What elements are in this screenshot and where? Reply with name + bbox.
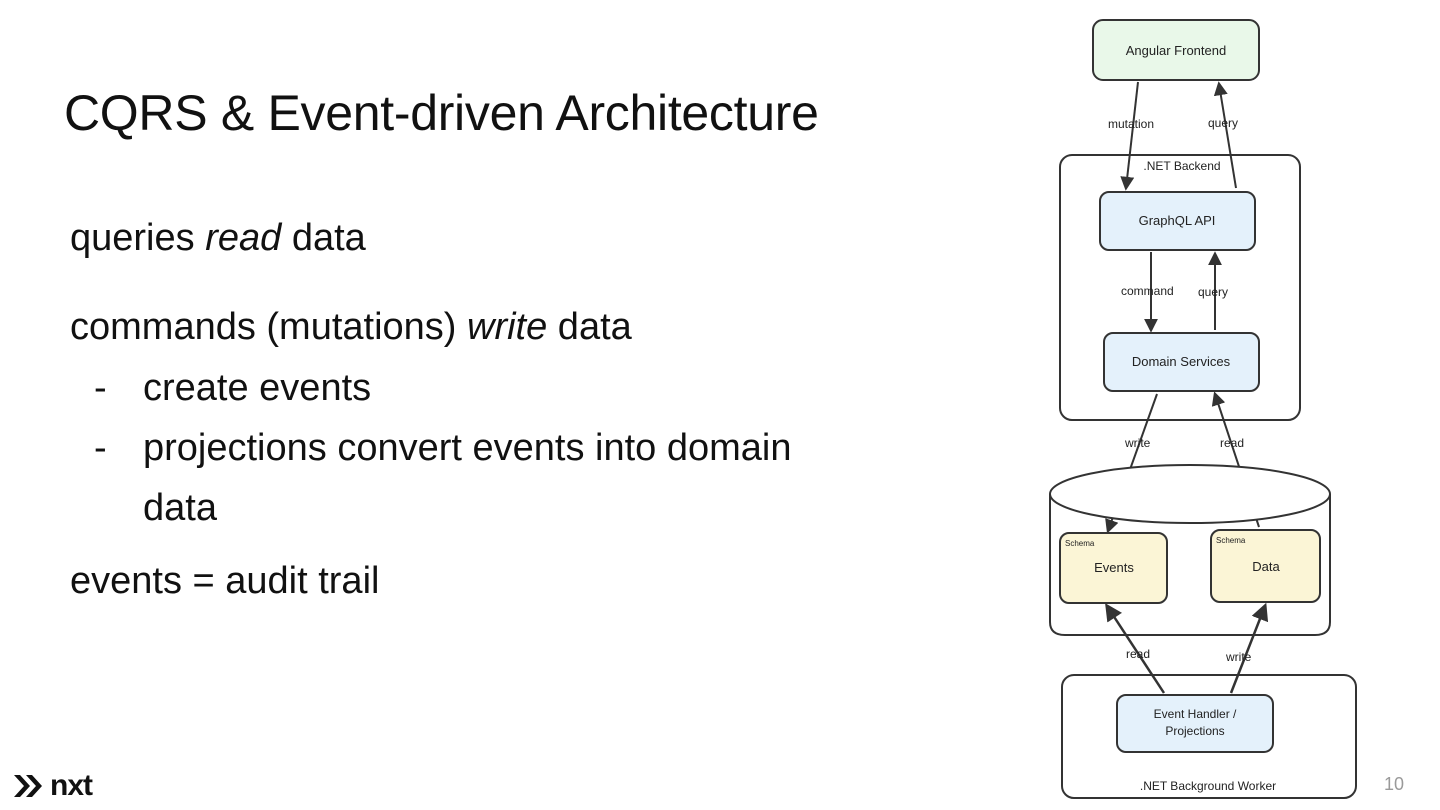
read-top-edge-label: read [1220, 436, 1244, 450]
worker-container: .NET Background Worker [1061, 674, 1357, 799]
page-number: 10 [1384, 774, 1405, 794]
data-node: Schema Data [1210, 529, 1321, 603]
read-bottom-arrow [1105, 603, 1166, 694]
mutation-arrow [1120, 81, 1139, 191]
events-label: Events [1094, 560, 1134, 575]
nxt-logo: nxt [12, 768, 93, 804]
events-schema-label: Schema [1065, 539, 1095, 548]
data-label: Data [1252, 559, 1280, 574]
bullet-dash-2: - [94, 427, 107, 469]
event-handler-node: Event Handler / Projections [1116, 694, 1274, 753]
architecture-diagram: Angular Frontend mutation query .NET Bac… [1049, 19, 1357, 799]
mutation-edge-label: mutation [1108, 117, 1154, 131]
read-bottom-edge-label: read [1126, 647, 1150, 661]
slide-title: CQRS & Event-driven Architecture [64, 85, 819, 141]
event-handler-label-1: Event Handler / [1154, 707, 1237, 721]
command-edge-label: command [1121, 284, 1174, 298]
chevron-double-icon [14, 775, 42, 797]
frontend-label: Angular Frontend [1126, 43, 1226, 58]
queries-line: queries read data [70, 216, 366, 260]
bullet-dash-1: - [94, 367, 107, 409]
queries-text: queries [70, 217, 206, 259]
queries-emphasis: read [205, 217, 282, 259]
commands-line: commands (mutations) write data [70, 305, 632, 349]
events-node: Schema Events [1059, 532, 1168, 604]
graphql-label: GraphQL API [1139, 213, 1216, 228]
logo-wordmark: nxt [50, 769, 93, 802]
write-bottom-edge-label: write [1225, 650, 1252, 664]
database-cylinder [1049, 464, 1331, 636]
query-mid-edge-label: query [1198, 285, 1228, 299]
data-schema-label: Schema [1216, 536, 1246, 545]
audit-trail-line: events = audit trail [70, 560, 380, 602]
commands-emphasis: write [467, 306, 548, 348]
commands-text: commands (mutations) [70, 306, 468, 348]
write-top-edge-label: write [1124, 436, 1151, 450]
backend-label: .NET Backend [1143, 159, 1220, 173]
domain-services-label: Domain Services [1132, 354, 1231, 369]
bullet-projections-cont: data [143, 487, 217, 529]
query-top-arrow [1213, 81, 1237, 189]
write-bottom-arrow [1229, 602, 1269, 694]
domain-services-node: Domain Services [1103, 332, 1260, 392]
queries-text-end: data [281, 217, 366, 259]
graphql-node: GraphQL API [1099, 191, 1256, 251]
event-handler-label-2: Projections [1165, 724, 1224, 738]
frontend-node: Angular Frontend [1092, 19, 1260, 81]
backend-container: .NET Backend [1059, 154, 1301, 421]
bullet-create-events: create events [143, 367, 372, 409]
commands-text-end: data [547, 306, 632, 348]
worker-label: .NET Background Worker [1140, 779, 1276, 793]
query-top-edge-label: query [1208, 116, 1238, 130]
bullet-projections: projections convert events into domain [143, 427, 792, 469]
